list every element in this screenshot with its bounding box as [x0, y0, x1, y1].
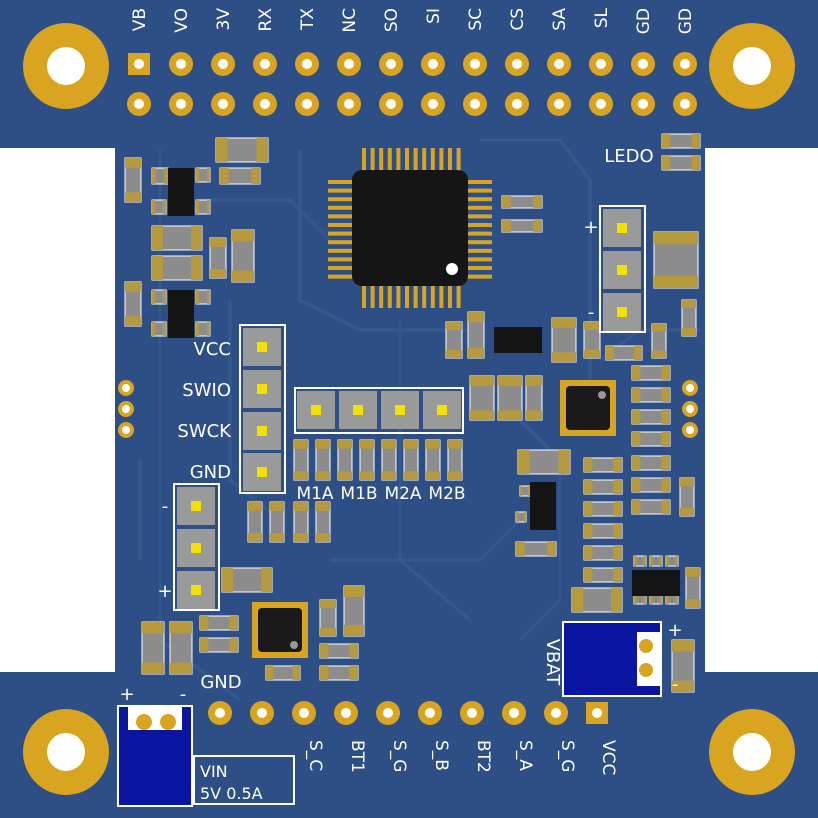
top-pin-label: SI	[424, 8, 444, 24]
label-m1b: M1B	[340, 484, 377, 504]
svg-text:-: -	[180, 684, 187, 705]
top-pin-label: RX	[256, 8, 276, 32]
bottom-pin-label: S_B	[431, 740, 451, 771]
bottom-pin-label: S_A	[515, 740, 535, 771]
top-pin-label: GD	[634, 8, 654, 34]
swd-labels: VCC SWIO SWCK GND	[177, 339, 232, 483]
top-pin-label: CS	[508, 8, 528, 31]
top-pin-label: VO	[172, 8, 192, 33]
bottom-pin-label: VCC	[598, 740, 618, 775]
ic-chip-icon	[168, 290, 194, 338]
label-gnd: GND	[190, 462, 231, 483]
bottom-pin-label: S_G	[557, 740, 577, 772]
label-m2b: M2B	[428, 484, 465, 504]
label-swio: SWIO	[182, 380, 231, 401]
motor-labels: M1A M1B M2A M2B	[296, 484, 465, 504]
mounting-hole-icon	[23, 23, 109, 109]
svg-text:+: +	[667, 620, 682, 641]
bottom-pin-label: S_G	[389, 740, 409, 772]
mounting-holes	[23, 23, 795, 795]
svg-text:+: +	[157, 581, 172, 602]
small-ics	[168, 168, 680, 658]
top-header-labels: VB VO 3V RX TX NC SO SI SC CS SA SL GD GD	[130, 7, 696, 34]
svg-text:-: -	[162, 496, 169, 517]
top-header-pads	[127, 52, 697, 116]
mounting-hole-icon	[709, 709, 795, 795]
ic-chip-icon	[168, 168, 194, 216]
label-ledo: LEDO	[604, 146, 653, 167]
right-3pin-header	[599, 205, 646, 333]
ic-chip-icon	[530, 482, 556, 530]
label-vbat: VBAT	[542, 639, 563, 687]
ic-chip-icon	[494, 327, 542, 353]
side-pads-right	[682, 380, 698, 438]
mcu-chip	[328, 148, 492, 308]
ic-chip-icon	[252, 602, 308, 658]
top-pin-label: SA	[550, 8, 570, 31]
label-m2a: M2A	[384, 484, 421, 504]
top-pin-label: TX	[298, 8, 318, 31]
svg-text:-: -	[672, 674, 679, 695]
swd-header	[239, 324, 286, 494]
label-swck: SWCK	[177, 421, 232, 442]
top-pin-label: SO	[382, 8, 402, 32]
svg-text:+: +	[119, 684, 134, 705]
polarity-marks: + - - + + - + -	[119, 217, 682, 705]
side-pads-left	[118, 380, 134, 438]
top-pin-label: NC	[340, 8, 360, 33]
top-pin-label: SC	[466, 8, 486, 31]
svg-text:-: -	[588, 302, 595, 323]
top-pin-label: VB	[130, 8, 150, 31]
label-m1a: M1A	[296, 484, 333, 504]
top-pin-label: GD	[676, 8, 696, 34]
vin-label: VIN	[200, 762, 228, 781]
top-pin-label: SL	[592, 7, 612, 28]
svg-text:+: +	[583, 217, 598, 238]
ic-chip-icon	[560, 380, 616, 436]
bottom-pin-label: BT2	[473, 740, 493, 773]
ic-chip-icon	[632, 570, 680, 596]
mounting-hole-icon	[23, 709, 109, 795]
jst-connector-icon	[117, 705, 193, 807]
smd-components	[124, 133, 701, 693]
bottom-pin-label: BT1	[347, 740, 367, 773]
vin-rating: 5V 0.5A	[200, 784, 263, 803]
vin-box: VIN 5V 0.5A	[193, 755, 295, 805]
jst-connector-icon	[562, 621, 662, 697]
battery-header	[173, 483, 220, 611]
label-gnd-bottom: GND	[200, 672, 241, 693]
bottom-pin-label: S_C	[305, 740, 325, 771]
mounting-hole-icon	[709, 23, 795, 109]
label-vcc: VCC	[194, 339, 231, 360]
motor-header	[294, 387, 464, 434]
top-pin-label: 3V	[214, 8, 234, 31]
bottom-header-pads	[208, 701, 608, 725]
bottom-header-labels: S_C BT1 S_G S_B BT2 S_A S_G VCC	[305, 740, 618, 775]
